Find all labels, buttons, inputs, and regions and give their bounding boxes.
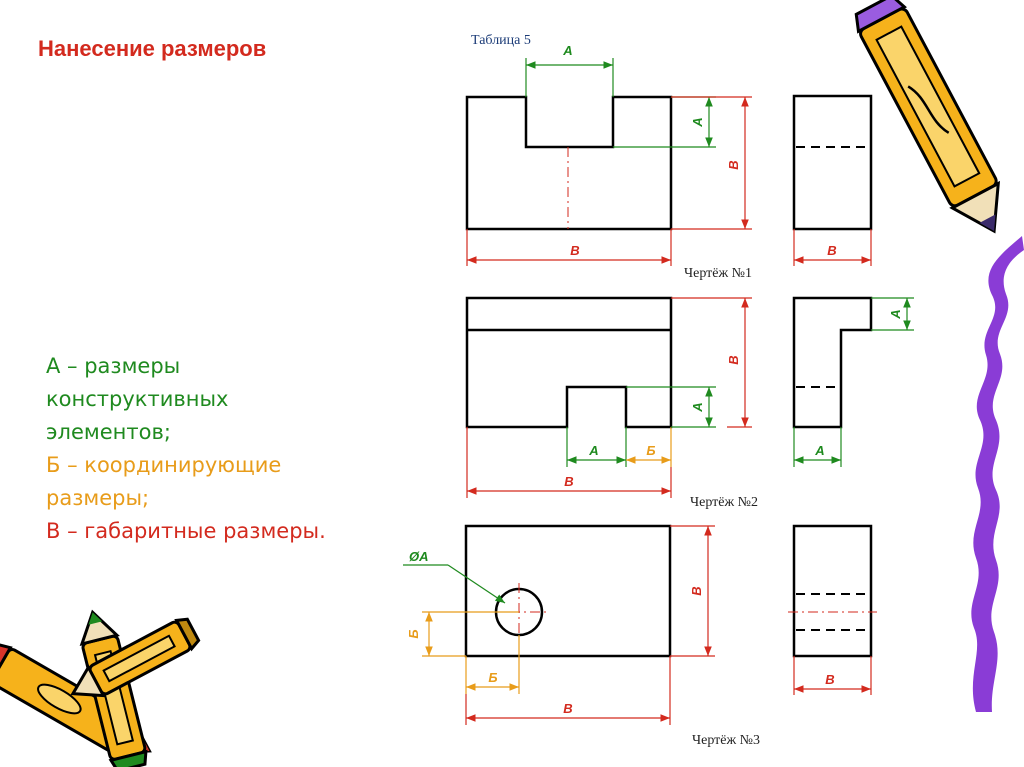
dim-v-label: В — [564, 474, 573, 489]
legend-line-c1: В – габаритные размеры. — [46, 519, 326, 543]
legend-line-a2: конструктивных — [46, 387, 229, 411]
legend-line-a1: А – размеры — [46, 354, 181, 378]
drawing-caption-3: Чертёж №3 — [692, 733, 760, 748]
dim-b-label: Б — [406, 629, 421, 638]
dim-v-label: В — [827, 243, 836, 258]
pencils-icon — [0, 609, 201, 767]
dim-v-label: В — [726, 355, 741, 364]
dim-v-label: В — [726, 160, 741, 169]
dim-a-label: А — [588, 443, 598, 458]
dim-b-label: Б — [488, 670, 497, 685]
dim-v-label: В — [563, 701, 572, 716]
dim-a-label: А — [690, 402, 705, 412]
ribbon-decoration — [971, 236, 1024, 712]
pencil-icon — [854, 0, 1001, 234]
table-caption: Таблица 5 — [471, 33, 531, 48]
dim-v-label: В — [689, 586, 704, 595]
drawing-2: А Б А В В А — [465, 296, 914, 498]
legend: А – размеры конструктивных элементов; Б … — [46, 350, 326, 548]
drawing-caption-1: Чертёж №1 — [684, 266, 752, 281]
legend-line-a3: элементов; — [46, 420, 171, 444]
drawing-3-side-view — [792, 524, 873, 658]
drawing-caption-2: Чертёж №2 — [690, 495, 758, 510]
drawing-3-front-view — [464, 524, 672, 658]
legend-line-b1: Б – координирующие — [46, 453, 282, 477]
dim-a-label: А — [690, 117, 705, 127]
drawing-2-front-view — [465, 296, 673, 429]
dim-b-label: Б — [646, 443, 655, 458]
dim-a-label: А — [814, 443, 824, 458]
drawing-1: А А В В В — [465, 43, 873, 266]
drawing-2-side-view — [792, 296, 873, 429]
dim-a-label: А — [562, 43, 572, 58]
dim-v-label: В — [825, 672, 834, 687]
dim-diameter-a-label: ØА — [409, 549, 429, 564]
dim-v-label: В — [570, 243, 579, 258]
legend-line-b2: размеры; — [46, 486, 150, 510]
slide-title: Нанесение размеров — [38, 36, 267, 61]
dim-a-label: А — [888, 309, 903, 319]
drawing-1-front-view — [465, 95, 673, 231]
drawing-3: ØА Б Б В В В — [403, 524, 877, 725]
drawing-1-side-view — [792, 94, 873, 231]
